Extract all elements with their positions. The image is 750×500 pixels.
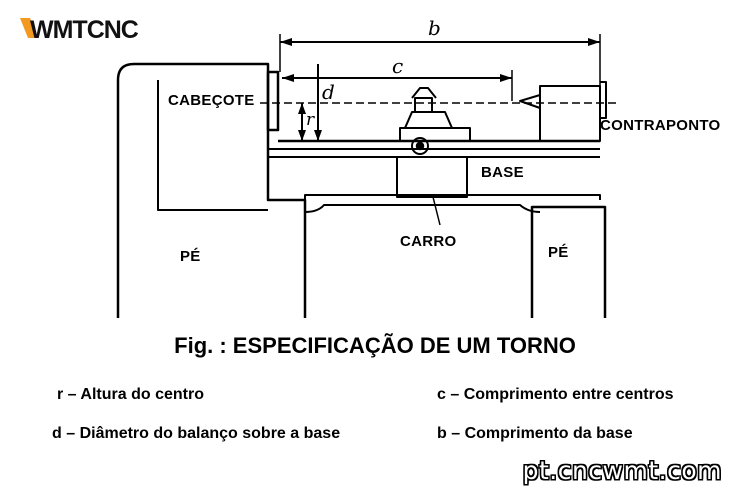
bed-body — [304, 194, 601, 200]
tailstock-label: CONTRAPONTO — [600, 117, 721, 134]
carriage-saddle — [399, 127, 471, 141]
cross-slide — [404, 111, 453, 129]
carriage-leader-line — [432, 196, 441, 226]
tailstock-quill — [519, 94, 541, 109]
carriage-apron — [396, 156, 468, 198]
tailstock-handwheel — [600, 81, 607, 119]
wmtcnc-logo: WMTCNC — [20, 16, 140, 42]
dimension-d-label: d — [322, 80, 335, 104]
dimension-d-arrow-bottom — [314, 130, 322, 141]
tool-post — [411, 87, 437, 112]
carriage-label: CARRO — [400, 233, 457, 250]
dimension-c-arrow-right — [500, 74, 512, 82]
dimension-b-arrow-left — [280, 38, 292, 46]
dimension-b-arrow-right — [588, 38, 600, 46]
carriage-handwheel — [411, 137, 429, 155]
legend-d: d – Diâmetro do balanço sobre a base — [52, 425, 341, 442]
website-watermark: pt.cncwmt.com — [522, 456, 722, 485]
lathe-diagram — [116, 34, 618, 318]
logo-accent-stripe — [20, 18, 38, 38]
right-foot-label: PÉ — [548, 244, 569, 261]
logo-text: WMTCNC — [30, 16, 139, 42]
carriage-handwheel-hub — [415, 141, 425, 151]
dimension-b-label: b — [428, 16, 441, 40]
dimension-r-arrow-bottom — [298, 130, 306, 141]
dimension-r-label: r — [306, 110, 315, 130]
spindle-nose — [266, 70, 280, 132]
headstock-inner-frame — [157, 80, 268, 211]
right-foot — [530, 205, 607, 318]
dimension-c-label: c — [392, 54, 404, 78]
dimension-c-arrow-left — [282, 74, 294, 82]
figure-caption: Fig. : ESPECIFICAÇÃO DE UM TORNO — [174, 333, 576, 358]
base-label: BASE — [481, 164, 524, 181]
headstock-label: CABEÇOTE — [168, 92, 255, 109]
bed-arch — [304, 204, 541, 213]
legend-r: r – Altura do centro — [57, 386, 204, 403]
legend-b: b – Comprimento da base — [437, 425, 633, 442]
left-foot-label: PÉ — [180, 248, 201, 265]
dimension-r-arrow-top — [298, 103, 306, 114]
left-foot-body — [116, 62, 307, 318]
legend-c: c – Comprimento entre centros — [437, 386, 674, 403]
tailstock-body — [539, 85, 601, 142]
